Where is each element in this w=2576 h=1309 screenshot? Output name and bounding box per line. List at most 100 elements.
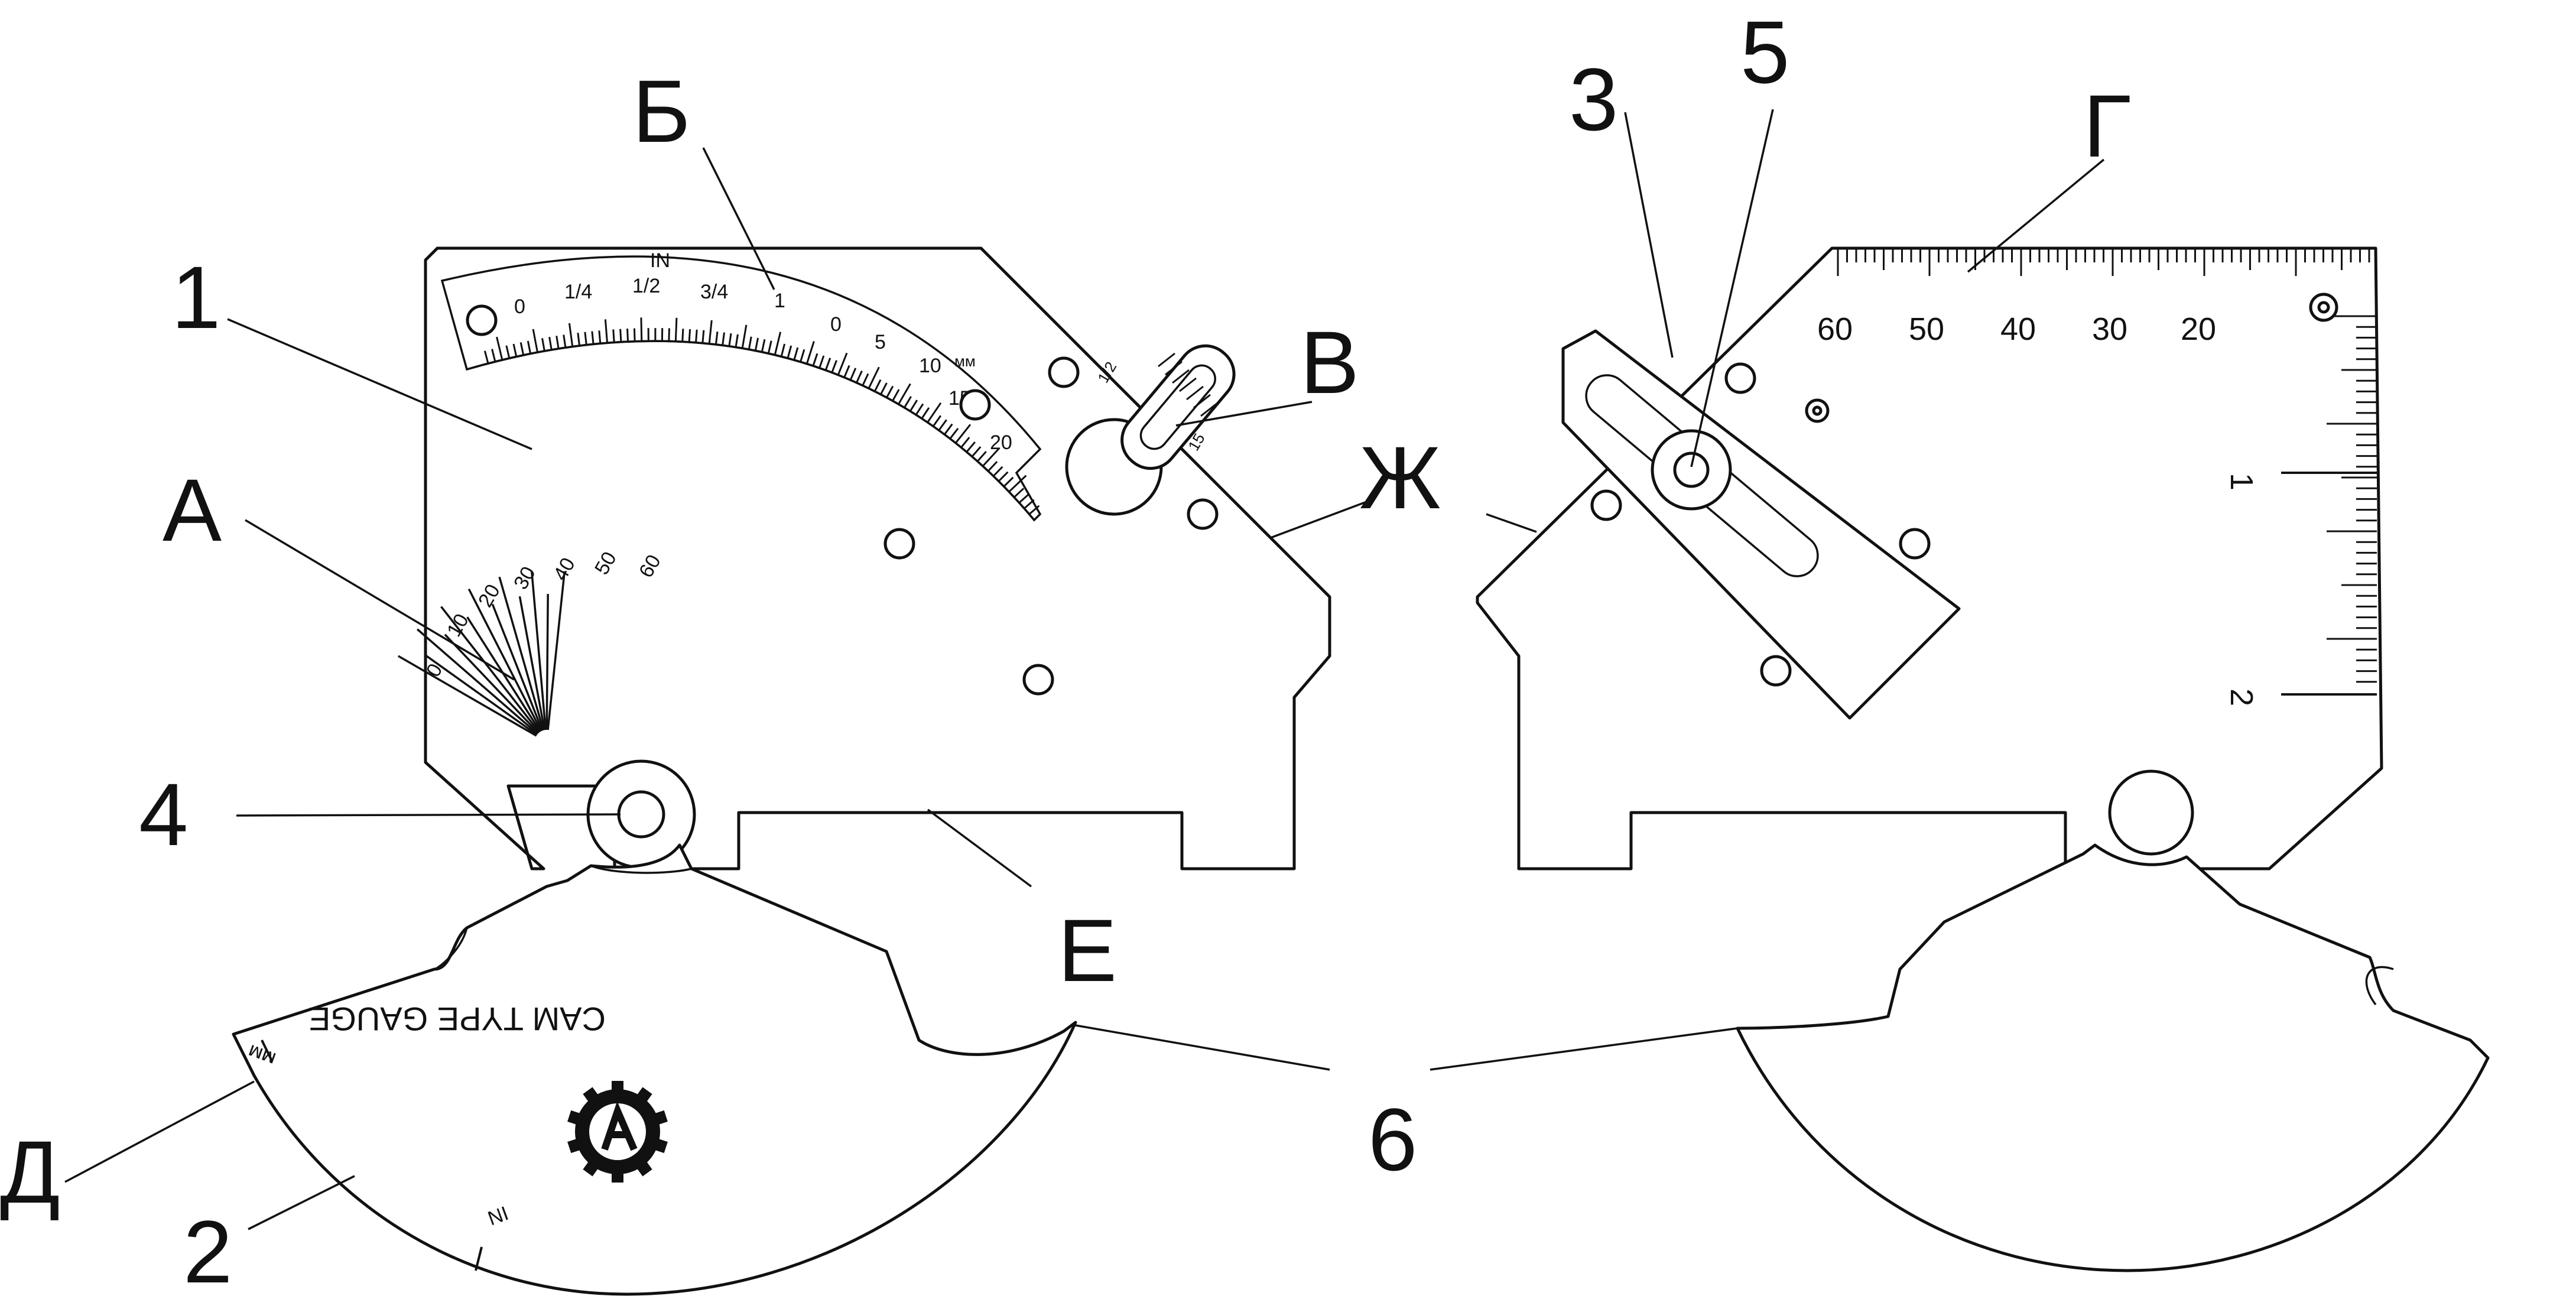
arc-tick — [800, 349, 805, 362]
arc-tick — [591, 331, 595, 345]
callout-4: 4 — [139, 765, 188, 864]
arc-tick — [868, 366, 880, 389]
arc-in-label: 1/4 — [564, 281, 592, 303]
arc-tick — [992, 466, 1003, 477]
arc-tick — [971, 446, 982, 457]
right-cam-body — [1736, 843, 2490, 1272]
angle-tick — [444, 634, 540, 734]
arc-tick — [761, 339, 766, 352]
arc-tick — [982, 448, 1000, 467]
slider-arm — [1561, 329, 1961, 720]
arc-unit-mm: мм — [954, 352, 976, 370]
arc-tick — [563, 334, 567, 348]
arc-tick — [774, 332, 782, 355]
gear-tooth — [567, 1137, 585, 1154]
arc-tick — [837, 352, 848, 376]
angle-tick — [498, 576, 545, 731]
arc-tick — [909, 399, 918, 412]
angle-tick — [547, 571, 566, 730]
gear-tooth — [634, 1087, 652, 1106]
arc-tick — [892, 389, 900, 402]
arc-tick — [921, 407, 930, 420]
arc-tick — [824, 358, 831, 371]
arc-tick — [688, 329, 691, 343]
ruler-label: 2 — [2224, 688, 2259, 706]
pivot-hole — [617, 790, 665, 839]
arc-tick — [668, 328, 670, 342]
arc-tick — [568, 323, 574, 347]
slider-scale — [1120, 344, 1236, 470]
slider-tick — [1193, 394, 1211, 409]
arc-tick — [818, 355, 825, 369]
arc-tick — [1028, 505, 1040, 515]
arc-tick — [856, 370, 863, 384]
cam-title: CAM TYPE GAUGE — [308, 1001, 606, 1038]
arc-scale-ticks — [483, 317, 1040, 515]
arc-in-label: 3/4 — [700, 281, 728, 303]
arc-tick — [741, 324, 748, 349]
callout-6: 6 — [1368, 1090, 1417, 1189]
arc-tick — [519, 342, 525, 356]
slider-bolt — [1673, 452, 1710, 488]
slider-tick — [1179, 377, 1197, 392]
arc-tick — [787, 345, 792, 359]
right-rivet-dot — [1812, 405, 1823, 416]
arc-tick — [491, 349, 496, 362]
gear-tooth — [612, 1168, 623, 1183]
cam-hub-arc — [590, 865, 692, 874]
slider-ticks — [1158, 352, 1218, 417]
arc-tick — [556, 336, 560, 349]
angle-tick — [545, 593, 549, 730]
angle-tick — [530, 570, 547, 730]
arc-tick — [944, 423, 953, 436]
arc-tick — [767, 340, 772, 354]
angle-tick — [425, 655, 538, 736]
angle-tick — [440, 606, 541, 733]
arc-tick — [505, 345, 511, 359]
arc-tick — [843, 365, 850, 378]
arc-mm-label: 5 — [875, 331, 886, 353]
left-hole — [959, 389, 991, 421]
arc-tick — [527, 340, 532, 354]
ruler-ticks — [1837, 249, 2377, 696]
left-hole — [1048, 356, 1080, 388]
right-pivot — [2108, 769, 2194, 856]
callout-3: 3 — [1569, 50, 1618, 149]
left-main-body — [424, 246, 1331, 870]
arc-tick — [949, 427, 959, 440]
callout-d: Д — [0, 1122, 60, 1222]
arc-tick — [695, 329, 698, 343]
arc-tick — [708, 320, 713, 344]
arc-tick — [998, 471, 1009, 482]
gear-tooth — [650, 1137, 668, 1154]
arc-end-hole — [466, 304, 498, 336]
angle-tick — [491, 603, 544, 732]
arc-tick — [927, 402, 942, 423]
right-hole — [1760, 655, 1792, 687]
angle-tick — [416, 628, 539, 735]
arc-tick — [598, 330, 602, 344]
slider-tick — [1158, 352, 1175, 368]
callout-e: Е — [1058, 901, 1117, 1000]
arc-tick — [577, 333, 581, 346]
cam-body — [232, 843, 1077, 1296]
callout-v: В — [1300, 313, 1359, 412]
right-gauge: 60 50 40 30 20 1 2 — [1476, 246, 2490, 1272]
arc-tick — [873, 379, 882, 392]
arc-tick — [728, 333, 732, 347]
arc-tick — [1008, 475, 1027, 493]
cam-in-tick — [475, 1246, 483, 1271]
left-gauge: IN 0 1/4 1/2 3/4 1 0 5 10 мм 15 20 1/2 1… — [232, 246, 1331, 1296]
arc-tick — [805, 341, 815, 365]
arc-tick — [886, 385, 894, 398]
arc-in-label: 1/2 — [632, 275, 660, 297]
callout-g: Г — [2083, 76, 2131, 176]
left-hole — [1187, 498, 1219, 530]
arc-tick — [1003, 476, 1014, 488]
callout-5: 5 — [1740, 2, 1789, 102]
arc-tick — [483, 350, 489, 364]
ruler-label: 40 — [2000, 311, 2036, 347]
callout-2: 2 — [183, 1202, 232, 1301]
arc-tick — [898, 383, 911, 405]
arc-tick — [880, 382, 888, 395]
